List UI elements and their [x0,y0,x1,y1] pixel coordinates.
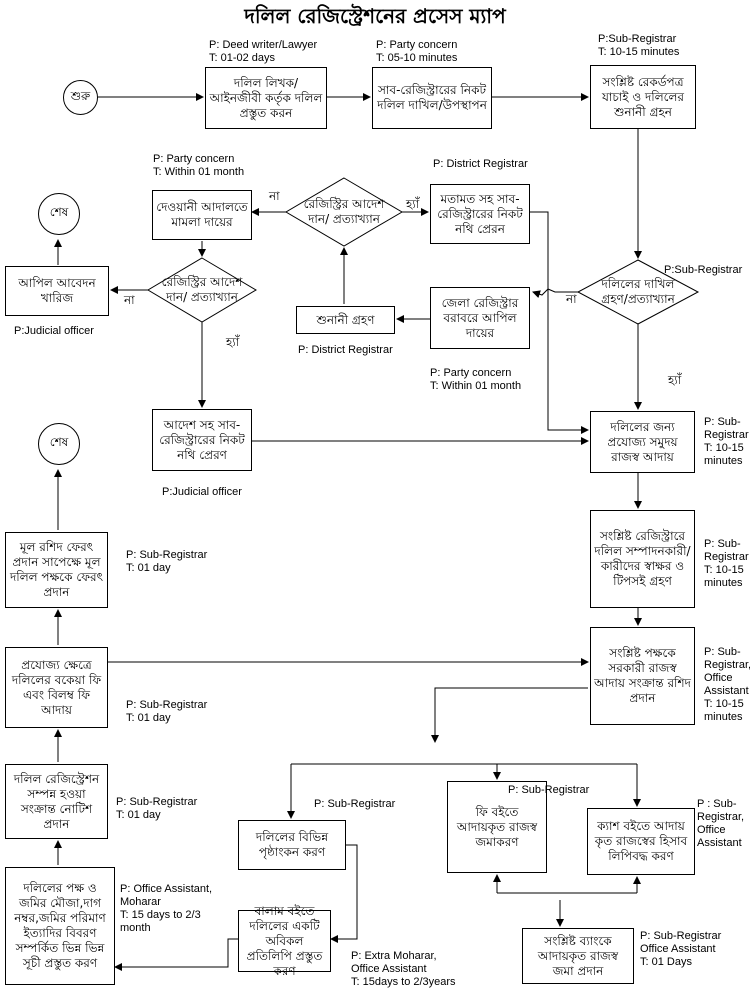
step-send-file-with-opinion: মতামত সহ সাব-রেজিস্ট্রারের নিকট নথি প্রে… [430,184,530,244]
decision-court-order: রেজিস্ট্রির আদেশ দান/ প্রত্যাখ্যান [161,275,243,304]
step-return-original-deed: মূল রশিদ ফেরৎ প্রদান সাপেক্ষে মূল দলিল প… [5,532,108,608]
diagram-title: দলিল রেজিস্ট্রেশনের প্রসেস ম্যাপ [244,4,506,28]
step-bank-deposit: সংশ্লিষ্ট ব্যাংকে আদায়কৃত রাজস্ব জমা প্… [522,928,634,984]
decision-filing-accept-reject: দলিলের দাখিল গ্রহণ/প্রত্যাখ্যান [601,277,675,306]
step-volume-copy: বালাম বইতে দলিলের একটি অবিকল প্রতিলিপি প… [238,904,331,978]
step-appeal-dismissed: আপিল আবেদন খারিজ [5,266,109,316]
note-sub-registrar-due-fee: P: Sub-Registrar T: 01 day [126,699,208,724]
note-district-registrar-hearing: P: District Registrar [298,344,393,356]
note-party-concern-appeal: P: Party concern T: Within 01 month [430,367,522,392]
step-records-verification: সংশ্লিষ্ট রেকর্ডপত্র যাচাই ও দলিলের শুনা… [590,65,696,129]
decision-diamond-district [285,177,403,247]
note-party-concern-court: P: Party concern T: Within 01 month [153,153,245,178]
note-sub-registrar-signature: P: Sub- Registrar T: 10-15 minutes [704,538,749,589]
note-district-registrar-opinion: P: District Registrar [433,158,528,170]
note-sub-registrar-verification: P:Sub-Registrar T: 10-15 minutes [598,33,680,58]
decision-district-order: রেজিস্ট্রির আদেশ দান/ প্রত্যাখ্যান [303,197,385,226]
step-due-fee-collection: প্রযোজ্য ক্ষেত্রে দলিলের বকেয়া ফি এবং ব… [5,647,108,728]
step-index-preparation: দলিলের পক্ষ ও জমির মৌজা,দাগ নম্বর,জমির প… [5,867,115,985]
note-judicial-officer-dismiss: P:Judicial officer [14,325,94,337]
note-sub-registrar-revenue: P: Sub- Registrar T: 10-15 minutes [704,416,749,467]
step-revenue-collection: দলিলের জন্য প্রযোজ্য সমুদয় রাজস্ব আদায় [590,411,695,473]
note-sub-registrar-decision: P:Sub-Registrar [664,264,743,276]
step-civil-court-case: দেওয়ানী আদালতে মামলা দায়ের [152,190,252,240]
edge-label-yes-court: হ্যাঁ [226,335,240,349]
step-endorsement: দলিলের বিভিন্ন পৃষ্ঠাংকন করণ [238,820,346,870]
edge-label-no-court: না [124,293,135,307]
step-completion-notice: দলিল রেজিস্ট্রেশন সম্পন্ন হওয়া সংক্রান্… [5,764,108,839]
note-volume-copy: P: Extra Moharar, Office Assistant T: 15… [351,950,456,988]
note-receipt-issue: P: Sub- Registrar, Office Assistant T: 1… [704,646,750,723]
step-signature-thumbprint: সংশ্লিষ্ট রেজিস্ট্রারে দলিল সম্পাদনকারী/… [590,510,695,608]
note-index-preparation: P: Office Assistant, Moharar T: 15 days … [120,883,213,934]
note-sub-registrar-notice: P: Sub-Registrar T: 01 day [116,796,198,821]
step-fee-book-entry: ফি বইতে আদায়কৃত রাজস্ব জমাকরণ [447,781,547,873]
end-terminal-bottom: শেষ [38,423,80,465]
note-judicial-officer-order: P:Judicial officer [162,486,242,498]
step-hearing: শুনানী গ্রহণ [296,306,395,334]
step-deed-submission: সাব-রেজিস্ট্রারের নিকট দলিল দাখিল/উপস্থা… [372,67,492,129]
note-sub-registrar-fee-book: P: Sub-Registrar [508,784,590,796]
step-send-file-with-order: আদেশ সহ সাব-রেজিস্ট্রারের নিকট নথি প্রের… [152,409,252,471]
step-cash-book-entry: ক্যাশ বইতে আদায় কৃত রাজস্বের হিসাব লিপি… [587,808,695,875]
edge-label-yes-filing: হ্যাঁ [668,373,682,387]
note-bank-deposit: P: Sub-Registrar Office Assistant T: 01 … [640,930,722,968]
note-cash-book: P : Sub- Registrar, Office Assistant [697,798,745,849]
note-party-concern-submission: P: Party concern T: 05-10 minutes [376,39,458,64]
edge-label-no-filing: না [566,292,577,306]
note-sub-registrar-return: P: Sub-Registrar T: 01 day [126,549,208,574]
step-appeal-district-registrar: জেলা রেজিস্ট্রার বরাবরে আপিল দায়ের [430,287,530,349]
note-deed-writer: P: Deed writer/Lawyer T: 01-02 days [209,39,318,64]
end-terminal-top: শেষ [38,193,80,235]
edge-label-no-district: না [269,189,280,203]
edge-label-yes-district: হ্যাঁ [406,197,420,211]
step-deed-preparation: দলিল লিখক/ আইনজীবী কর্তৃক দলিল প্রস্তুত … [205,67,327,129]
note-sub-registrar-endorsement: P: Sub-Registrar [314,798,396,810]
step-issue-receipt: সংশ্লিষ্ট পক্ষকে সরকারী রাজস্ব আদায় সংক… [590,627,695,725]
start-terminal: শুরু [63,80,98,115]
